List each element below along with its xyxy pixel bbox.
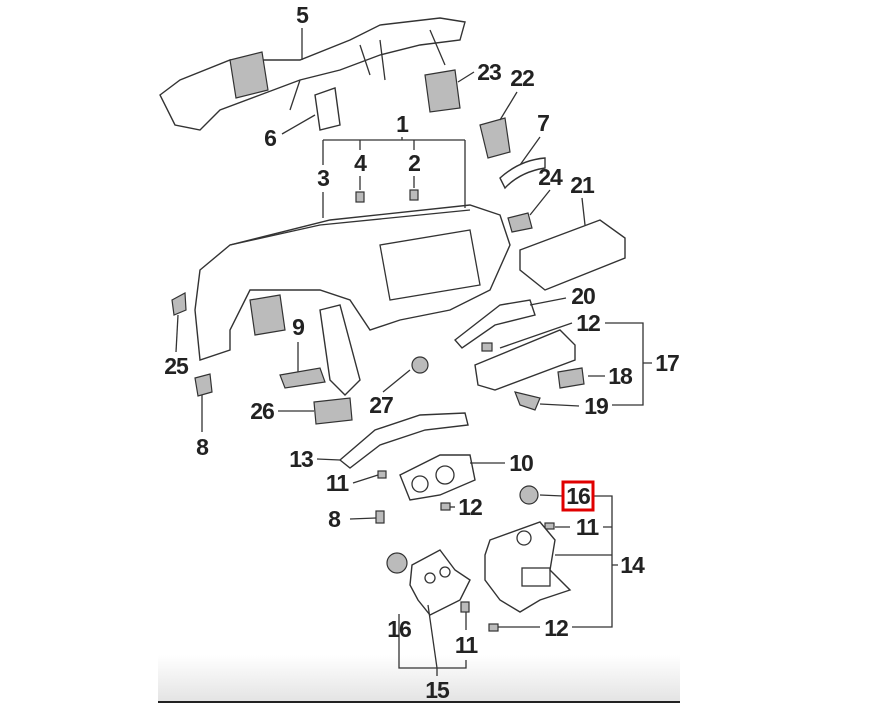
part-support bbox=[319, 304, 361, 396]
part-vent-22[interactable] bbox=[479, 117, 511, 159]
callout-18[interactable]: 18 bbox=[608, 363, 634, 389]
part-clip-11b[interactable] bbox=[544, 522, 555, 530]
callout-6[interactable]: 6 bbox=[264, 125, 277, 151]
callout-24[interactable]: 24 bbox=[538, 164, 564, 190]
part-clip-11a[interactable] bbox=[377, 470, 387, 479]
callout-21[interactable]: 21 bbox=[570, 172, 596, 198]
part-clip-2[interactable] bbox=[409, 189, 419, 201]
part-instrument-panel[interactable] bbox=[194, 204, 511, 361]
part-switch-18[interactable] bbox=[557, 367, 585, 389]
callout-11[interactable]: 11 bbox=[576, 514, 601, 540]
part-cluster-10[interactable] bbox=[399, 454, 476, 501]
callout-12[interactable]: 12 bbox=[458, 494, 483, 520]
callout-23[interactable]: 23 bbox=[477, 59, 502, 85]
part-bezel-14[interactable] bbox=[484, 521, 572, 613]
callout-26[interactable]: 26 bbox=[250, 398, 275, 424]
callout-15[interactable]: 15 bbox=[425, 677, 451, 703]
callout-16[interactable]: 16 bbox=[387, 616, 412, 642]
part-box-26[interactable] bbox=[313, 397, 353, 425]
callout-labels: 5 23 22 1 7 6 3 4 2 24 21 20 12 17 25 9 … bbox=[164, 2, 680, 703]
part-panel-13[interactable] bbox=[338, 412, 469, 469]
part-clip-12c[interactable] bbox=[488, 623, 499, 632]
part-duct-9[interactable] bbox=[279, 367, 326, 389]
callout-13[interactable]: 13 bbox=[289, 446, 314, 472]
part-clip-8b[interactable] bbox=[375, 510, 385, 524]
leader-lines bbox=[175, 28, 652, 676]
bottom-fade bbox=[158, 655, 680, 701]
callout-9[interactable]: 9 bbox=[292, 314, 305, 340]
part-bracket-24[interactable] bbox=[507, 212, 533, 233]
callout-1[interactable]: 1 bbox=[396, 111, 410, 137]
callout-10[interactable]: 10 bbox=[509, 450, 534, 476]
callout-17[interactable]: 17 bbox=[655, 350, 680, 376]
callout-2[interactable]: 2 bbox=[408, 150, 421, 176]
callout-12[interactable]: 12 bbox=[576, 310, 601, 336]
callout-11[interactable]: 11 bbox=[455, 632, 480, 658]
callout-12[interactable]: 12 bbox=[544, 615, 569, 641]
part-bracket-25[interactable] bbox=[171, 292, 187, 316]
part-vent-23[interactable] bbox=[424, 69, 461, 113]
callout-22[interactable]: 22 bbox=[510, 65, 535, 91]
callout-27[interactable]: 27 bbox=[369, 392, 394, 418]
part-bracket-8a[interactable] bbox=[194, 373, 213, 397]
part-knob-16b[interactable] bbox=[386, 552, 408, 574]
callout-3[interactable]: 3 bbox=[317, 165, 330, 191]
part-finish-panel-17[interactable] bbox=[474, 329, 576, 391]
part-knob-27[interactable] bbox=[411, 356, 429, 374]
part-duct-20[interactable] bbox=[453, 299, 536, 349]
part-knob-16a[interactable] bbox=[519, 485, 539, 505]
part-clip-19[interactable] bbox=[514, 391, 541, 411]
callout-8[interactable]: 8 bbox=[196, 434, 210, 460]
part-glove-box-21[interactable] bbox=[519, 219, 626, 291]
callout-7[interactable]: 7 bbox=[537, 110, 550, 136]
part-clip-11c[interactable] bbox=[460, 601, 470, 613]
callout-8[interactable]: 8 bbox=[328, 506, 342, 532]
highlight-box bbox=[561, 480, 595, 512]
part-bracket-6[interactable] bbox=[314, 87, 341, 131]
callout-11[interactable]: 11 bbox=[326, 470, 351, 496]
callout-16-highlighted[interactable]: 16 bbox=[566, 483, 591, 509]
callout-5[interactable]: 5 bbox=[296, 2, 310, 28]
part-clip-4[interactable] bbox=[355, 191, 365, 203]
bottom-divider bbox=[158, 701, 680, 703]
part-trim-7[interactable] bbox=[499, 157, 546, 190]
part-clip-12b[interactable] bbox=[440, 502, 451, 511]
part-clip-12a[interactable] bbox=[481, 342, 493, 352]
callout-4[interactable]: 4 bbox=[354, 150, 368, 176]
callout-20[interactable]: 20 bbox=[571, 283, 596, 309]
callout-25[interactable]: 25 bbox=[164, 353, 190, 379]
part-reinforcement-5[interactable] bbox=[159, 17, 466, 131]
callout-19[interactable]: 19 bbox=[584, 393, 609, 419]
callout-14[interactable]: 14 bbox=[620, 552, 646, 578]
part-bezel-15[interactable] bbox=[409, 549, 471, 616]
